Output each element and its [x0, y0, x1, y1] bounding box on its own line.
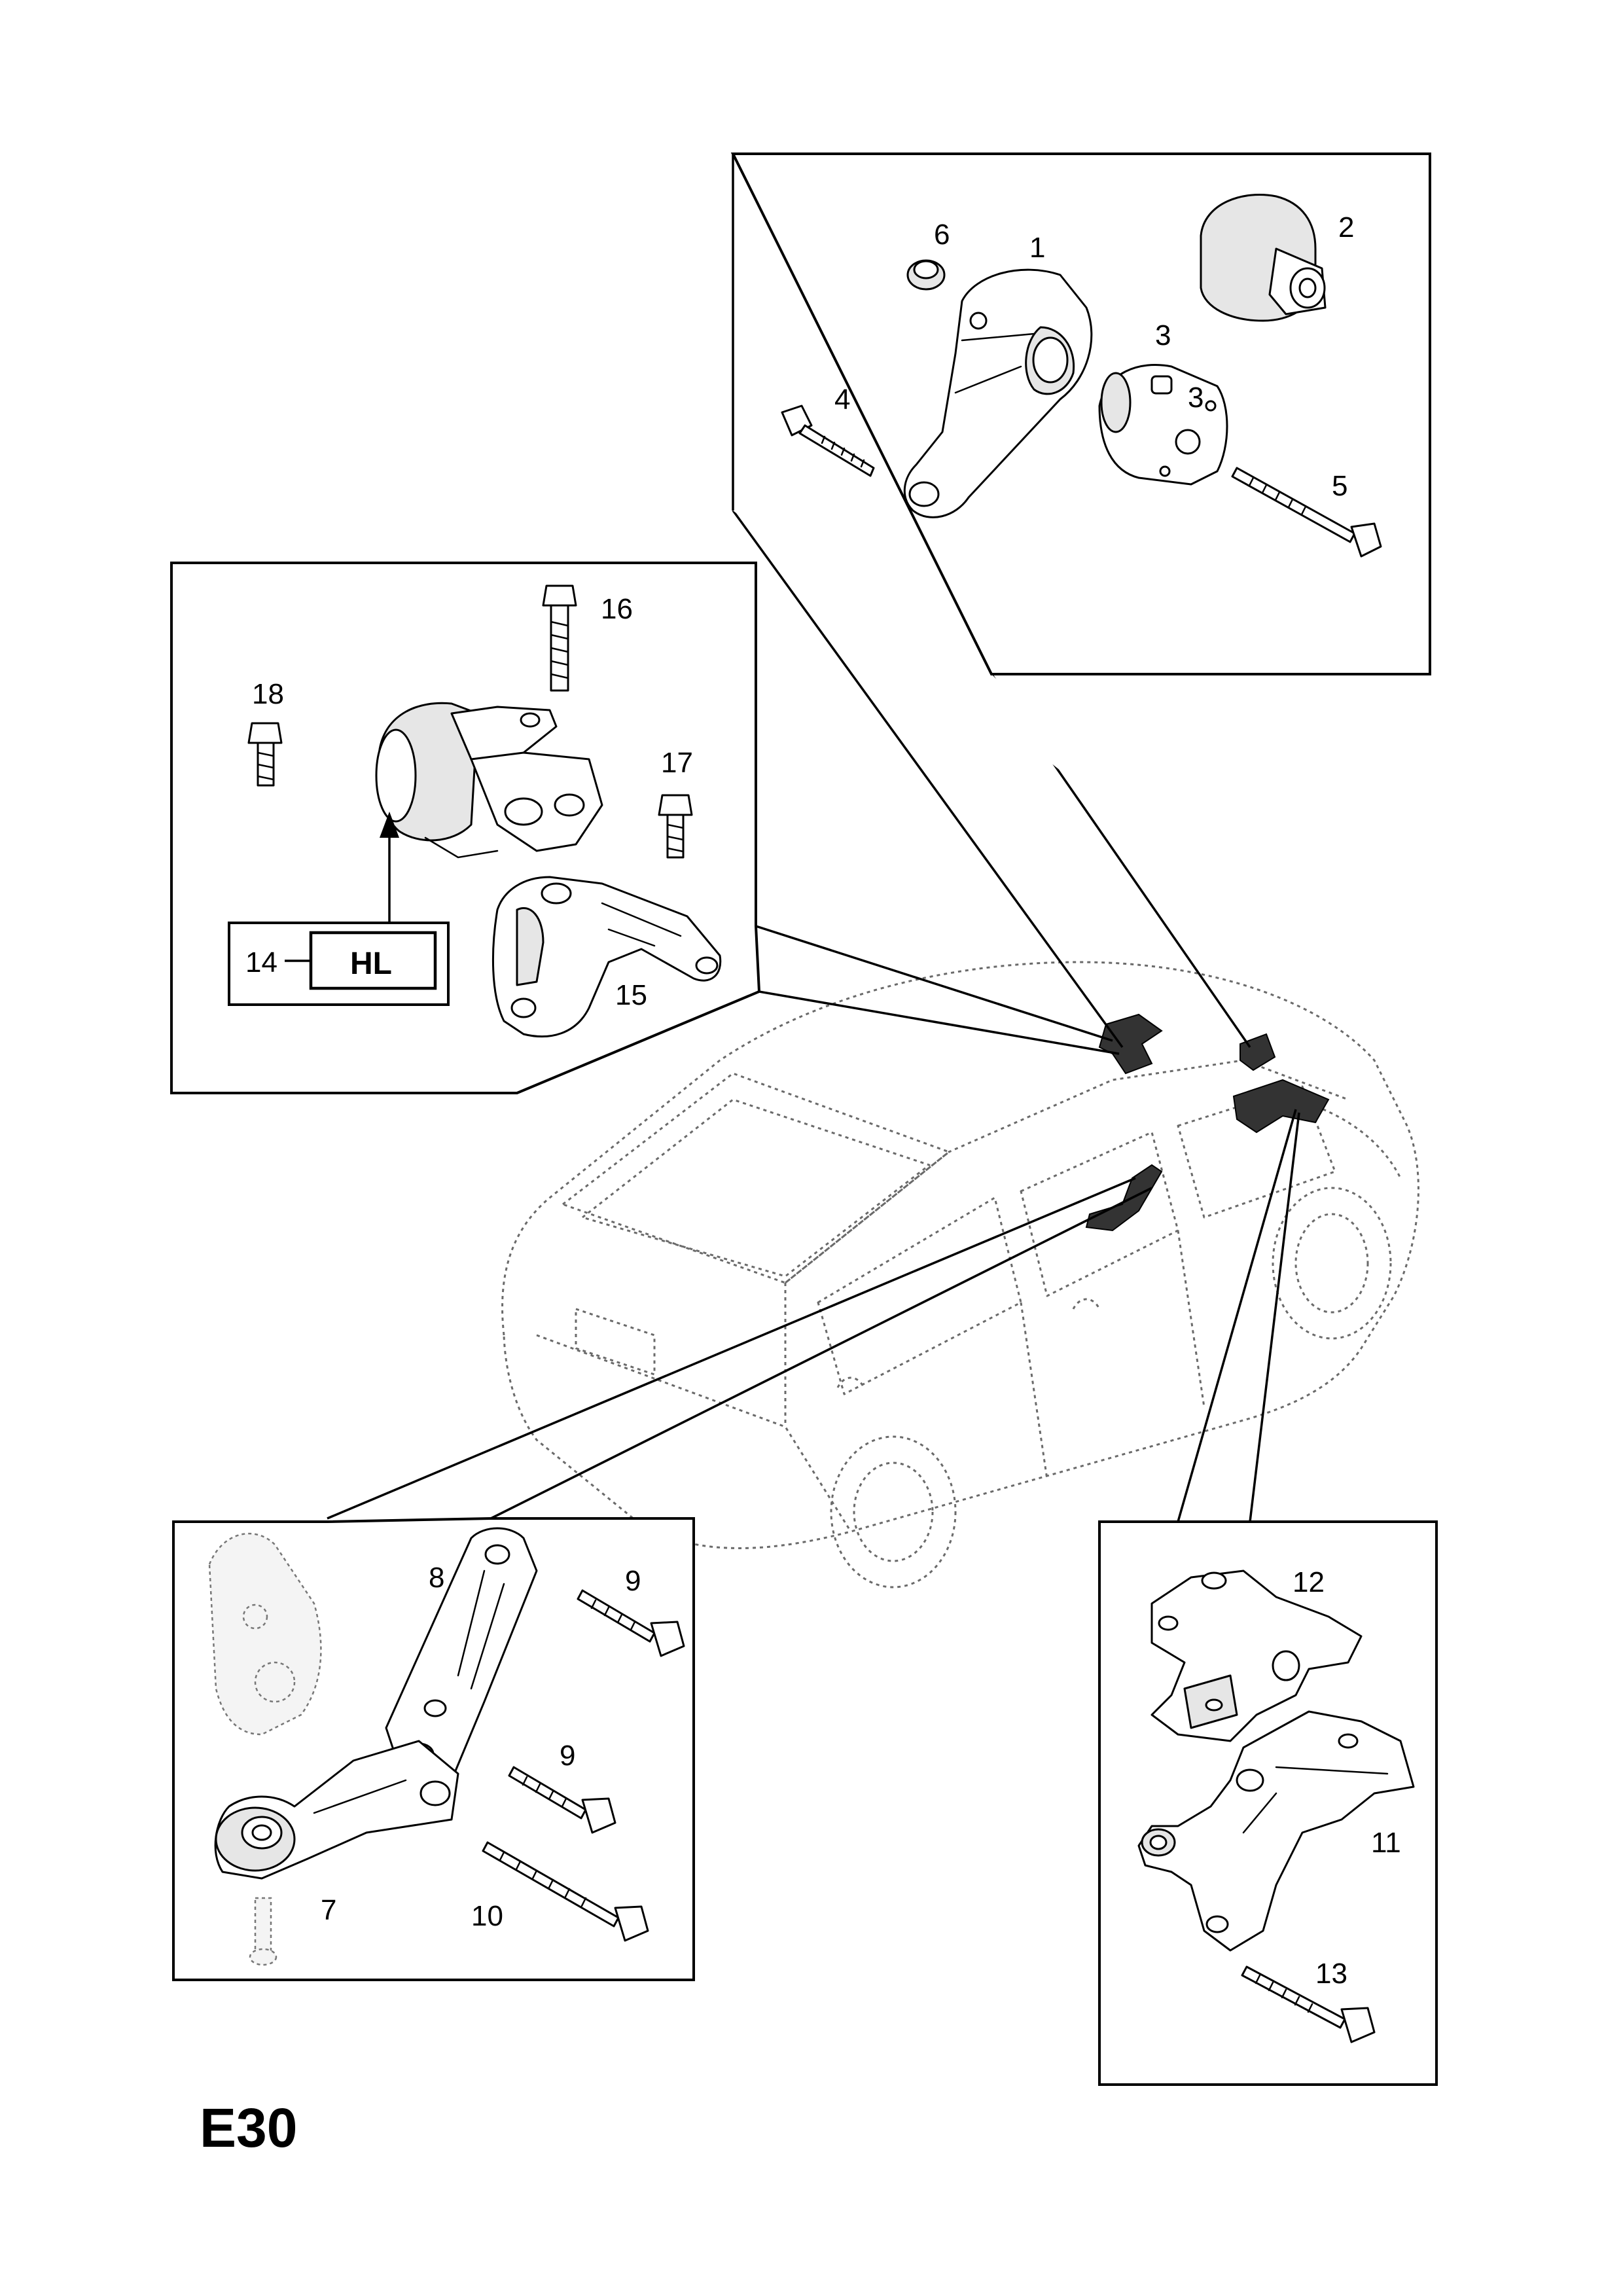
hl-label: HL — [350, 946, 392, 981]
callout-5: 5 — [1332, 470, 1347, 502]
part-11-bracket — [1137, 1710, 1415, 1952]
callout-2: 2 — [1338, 211, 1354, 243]
callout-17: 17 — [661, 747, 693, 779]
part-3-mount-assembly — [1098, 364, 1228, 486]
hl-box: 14 HL — [228, 922, 450, 1006]
vehicle-outline — [501, 961, 1419, 1588]
part-15-bracket — [491, 876, 722, 1038]
part-14-transmission-mount — [375, 702, 603, 859]
callout-12: 12 — [1293, 1566, 1325, 1598]
hl-ref-label: 14 — [245, 946, 277, 978]
callout-10: 10 — [471, 1900, 503, 1932]
callout-16: 16 — [601, 593, 633, 625]
part-12-mount — [1150, 1570, 1363, 1742]
part-7-bolt-ghost — [249, 1897, 277, 1966]
callout-3: 3 — [1155, 319, 1171, 351]
part-5-long-bolt — [1231, 467, 1382, 558]
callout-8: 8 — [429, 1562, 444, 1594]
callout-18: 18 — [252, 678, 284, 710]
mount-location-markers — [1085, 1013, 1330, 1232]
front-right-mount-marker — [1232, 1079, 1330, 1134]
callout-labels: 1 2 3 3 4 5 6 16 18 17 15 8 9 9 7 10 12 … — [252, 211, 1401, 1990]
top-right-mount-marker — [1240, 1033, 1276, 1071]
callout-9-lower: 9 — [560, 1740, 575, 1772]
part-9-bolt-upper — [577, 1589, 685, 1657]
part-7-torque-rod — [214, 1740, 459, 1880]
part-9-bolt-lower — [508, 1766, 616, 1834]
callout-1: 1 — [1029, 232, 1045, 264]
part-1-mount-bracket — [903, 268, 1093, 518]
callout-6: 6 — [934, 219, 950, 251]
part-17-bolt — [658, 794, 693, 859]
part-10-long-bolt — [482, 1841, 649, 1942]
callout-11: 11 — [1371, 1827, 1401, 1859]
hl-arrow — [380, 812, 399, 929]
ghost-gearbox — [208, 1532, 322, 1736]
torque-rod-marker — [1085, 1164, 1163, 1232]
part-2-hydro-mount — [1200, 194, 1327, 322]
callout-9-upper: 9 — [625, 1565, 641, 1597]
callout-7: 7 — [321, 1894, 336, 1926]
callout-3-inner: 3 — [1188, 382, 1204, 414]
page-code: E30 — [200, 2097, 297, 2159]
panel-top-right — [730, 152, 1431, 864]
part-4-bolt — [781, 404, 875, 477]
callout-4: 4 — [834, 384, 850, 416]
callout-13: 13 — [1315, 1958, 1347, 1990]
rear-left-mount-marker — [1098, 1013, 1163, 1075]
part-18-bolt — [247, 722, 283, 787]
part-13-bolt — [1241, 1965, 1376, 2043]
callout-15: 15 — [615, 979, 647, 1011]
part-16-bolt — [542, 584, 577, 692]
part-6-bushing — [906, 259, 946, 291]
